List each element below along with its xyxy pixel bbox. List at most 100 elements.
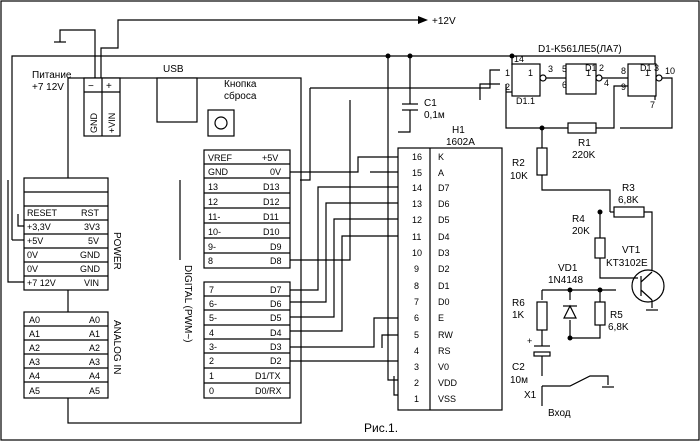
resistor-r6 — [536, 301, 548, 331]
figure-caption: Рис.1. — [364, 421, 398, 435]
lcd-pin-name: E — [438, 313, 444, 323]
digital-row-left: 0 — [209, 386, 214, 396]
ic-pin: 14 — [514, 54, 524, 64]
power-input-label-2: +7 12V — [32, 82, 64, 93]
capacitor-c2 — [533, 345, 551, 357]
r4-value: 20K — [572, 226, 590, 237]
power-input-connector: − + GND +VIN — [83, 77, 121, 137]
resistor-r2 — [536, 147, 548, 176]
analog-row-left: A1 — [29, 329, 40, 339]
lcd-ref: H1 — [452, 125, 465, 136]
power-row-right: VIN — [84, 278, 99, 288]
power-row-right: GND — [80, 250, 101, 260]
digital-header-bottom: 7 D7 6- D6 5- D5 4 D4 3- D3 2 D2 1 D1/TX… — [203, 281, 291, 399]
analog-header: A0 A0 A1 A1 A2 A2 A3 A3 A4 A4 A5 A5 — [23, 311, 109, 399]
r1-value: 220K — [572, 150, 596, 161]
digital-row-left: 4 — [209, 328, 214, 338]
analog-row-right: A1 — [89, 329, 100, 339]
r2-ref: R2 — [512, 158, 525, 169]
digital-row-left: 1 — [209, 371, 214, 381]
power-row-left: 0V — [27, 264, 38, 274]
lcd-pin-num: 3 — [414, 362, 419, 372]
digital-row-left: 12 — [208, 197, 218, 207]
digital-row-left: 13 — [208, 182, 218, 192]
vt1-value: KT3102E — [606, 258, 648, 269]
lcd-pin-num: 15 — [412, 168, 422, 178]
ic-pin: 5 — [562, 64, 567, 74]
digital-row-left: 11- — [208, 212, 220, 222]
r1-ref: R1 — [578, 138, 591, 149]
digital-row-right: D9 — [270, 242, 282, 252]
lcd-pin-num: 11 — [412, 232, 421, 242]
vd1-ref: VD1 — [558, 263, 578, 274]
resistor-r4 — [594, 237, 606, 259]
lcd-pin-name: VDD — [438, 378, 458, 388]
power-row-left: +3,3V — [27, 222, 51, 232]
lcd-pin-num: 1 — [414, 394, 419, 404]
digital-row-right: D12 — [263, 197, 280, 207]
digital-row-left: 8 — [208, 256, 213, 266]
lcd-pin-name: D2 — [438, 264, 450, 274]
wires — [7, 16, 673, 396]
r5-ref: R5 — [610, 310, 623, 321]
lcd-pin-num: 5 — [414, 330, 419, 340]
r3-ref: R3 — [622, 183, 635, 194]
digital-header-top: VREF +5V GND 0V 13 D13 12 D12 11- D11 10… — [203, 149, 291, 269]
digital-row-left: 3- — [209, 342, 217, 352]
lcd-pin-num: 14 — [412, 183, 422, 193]
power-row-right: GND — [80, 264, 101, 274]
gate-d1-2: 1 D1 2 — [565, 63, 604, 95]
gate-label: D1 2 — [585, 63, 604, 73]
ic-pin: 2 — [505, 82, 510, 92]
analog-row-right: A0 — [89, 315, 100, 325]
analog-row-left: A3 — [29, 357, 40, 367]
lcd-pin-num: 6 — [414, 313, 419, 323]
gate-d1-1: 1 D1.1 — [511, 63, 547, 106]
power-row-left: +5V — [27, 236, 43, 246]
ic-pin: 4 — [604, 78, 609, 88]
vin-label: +VIN — [107, 113, 117, 133]
resistor-r1 — [567, 122, 597, 134]
gate-label: D1 3 — [640, 63, 659, 73]
digital-row-left: 5- — [209, 313, 217, 323]
analog-header-title: ANALOG IN — [111, 320, 122, 374]
lcd-pin-num: 10 — [412, 248, 422, 258]
digital-row-left: GND — [208, 167, 229, 177]
ic-pin-numbers: 1 2 14 3 5 6 4 8 9 10 7 — [505, 54, 675, 110]
digital-row-right: D0/RX — [255, 386, 282, 396]
lcd-pin-name: D7 — [438, 183, 450, 193]
lcd-pin-name: D5 — [438, 215, 450, 225]
digital-row-right: D8 — [270, 256, 282, 266]
lcd-pin-num: 4 — [414, 346, 419, 356]
vd1-value: 1N4148 — [548, 275, 583, 286]
digital-row-right: D3 — [270, 342, 282, 352]
power-row-right: RST — [81, 208, 100, 218]
ic-pin: 10 — [665, 66, 675, 76]
digital-row-right: D2 — [270, 356, 282, 366]
lcd-pin-name: RS — [438, 346, 451, 356]
r6-ref: R6 — [512, 298, 525, 309]
ic-title: D1-K561ЛЕ5(ЛА7) — [538, 44, 622, 55]
digital-row-left: 2 — [209, 356, 214, 366]
reset-label-2: сброса — [224, 90, 257, 102]
digital-row-right: D10 — [263, 227, 280, 237]
ic-pin: 1 — [505, 68, 510, 78]
analog-row-right: A4 — [89, 371, 100, 381]
plus-label: + — [527, 336, 532, 346]
lcd-pin-name: D0 — [438, 297, 450, 307]
lcd-pin-name: RW — [438, 330, 453, 340]
ic-pin: 7 — [650, 100, 655, 110]
gate-label: D1.1 — [516, 96, 535, 106]
analog-row-right: A5 — [89, 386, 100, 396]
power-row-left: RESET — [27, 208, 58, 218]
r6-value: 1K — [512, 310, 525, 321]
lcd-pin-name: D3 — [438, 248, 450, 258]
ic-pin: 3 — [548, 64, 553, 74]
ic-pin: 6 — [562, 80, 567, 90]
gate-symbol: 1 — [528, 68, 533, 78]
c1-ref: C1 — [424, 98, 437, 109]
diode-vd1 — [563, 304, 577, 319]
